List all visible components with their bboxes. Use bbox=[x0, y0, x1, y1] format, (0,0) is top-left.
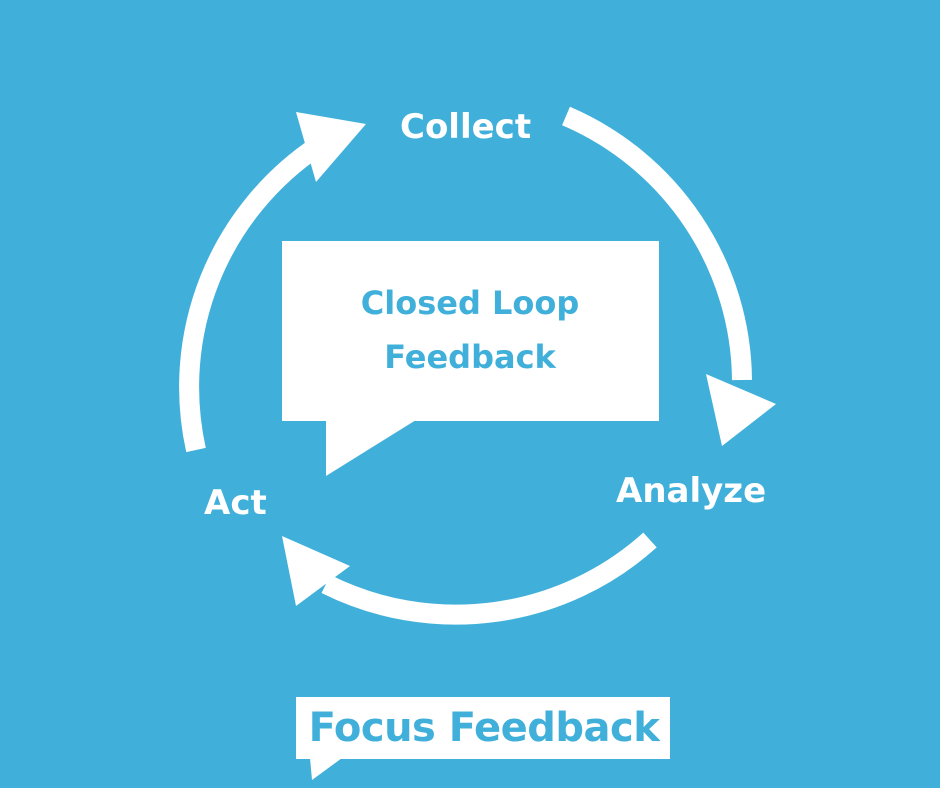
center-title-line2: Feedback bbox=[384, 338, 556, 376]
stage-label-act: Act bbox=[204, 483, 267, 523]
logo-bubble-icon bbox=[296, 697, 670, 780]
speech-bubble-icon bbox=[282, 241, 659, 476]
arrow-analyze-to-act bbox=[321, 532, 657, 625]
arrowhead-collect-icon bbox=[296, 112, 366, 182]
stage-label-collect: Collect bbox=[400, 107, 532, 147]
center-title: Closed Loop Feedback bbox=[282, 276, 658, 384]
brand-logo: Focus Feedback bbox=[308, 705, 660, 751]
stage-label-analyze: Analyze bbox=[616, 471, 767, 511]
arrow-act-to-collect bbox=[179, 137, 324, 453]
arrowhead-analyze-icon bbox=[706, 374, 776, 446]
arrow-collect-to-analyze bbox=[562, 106, 752, 381]
center-title-line1: Closed Loop bbox=[360, 284, 580, 322]
arrowhead-act-icon bbox=[282, 536, 350, 606]
